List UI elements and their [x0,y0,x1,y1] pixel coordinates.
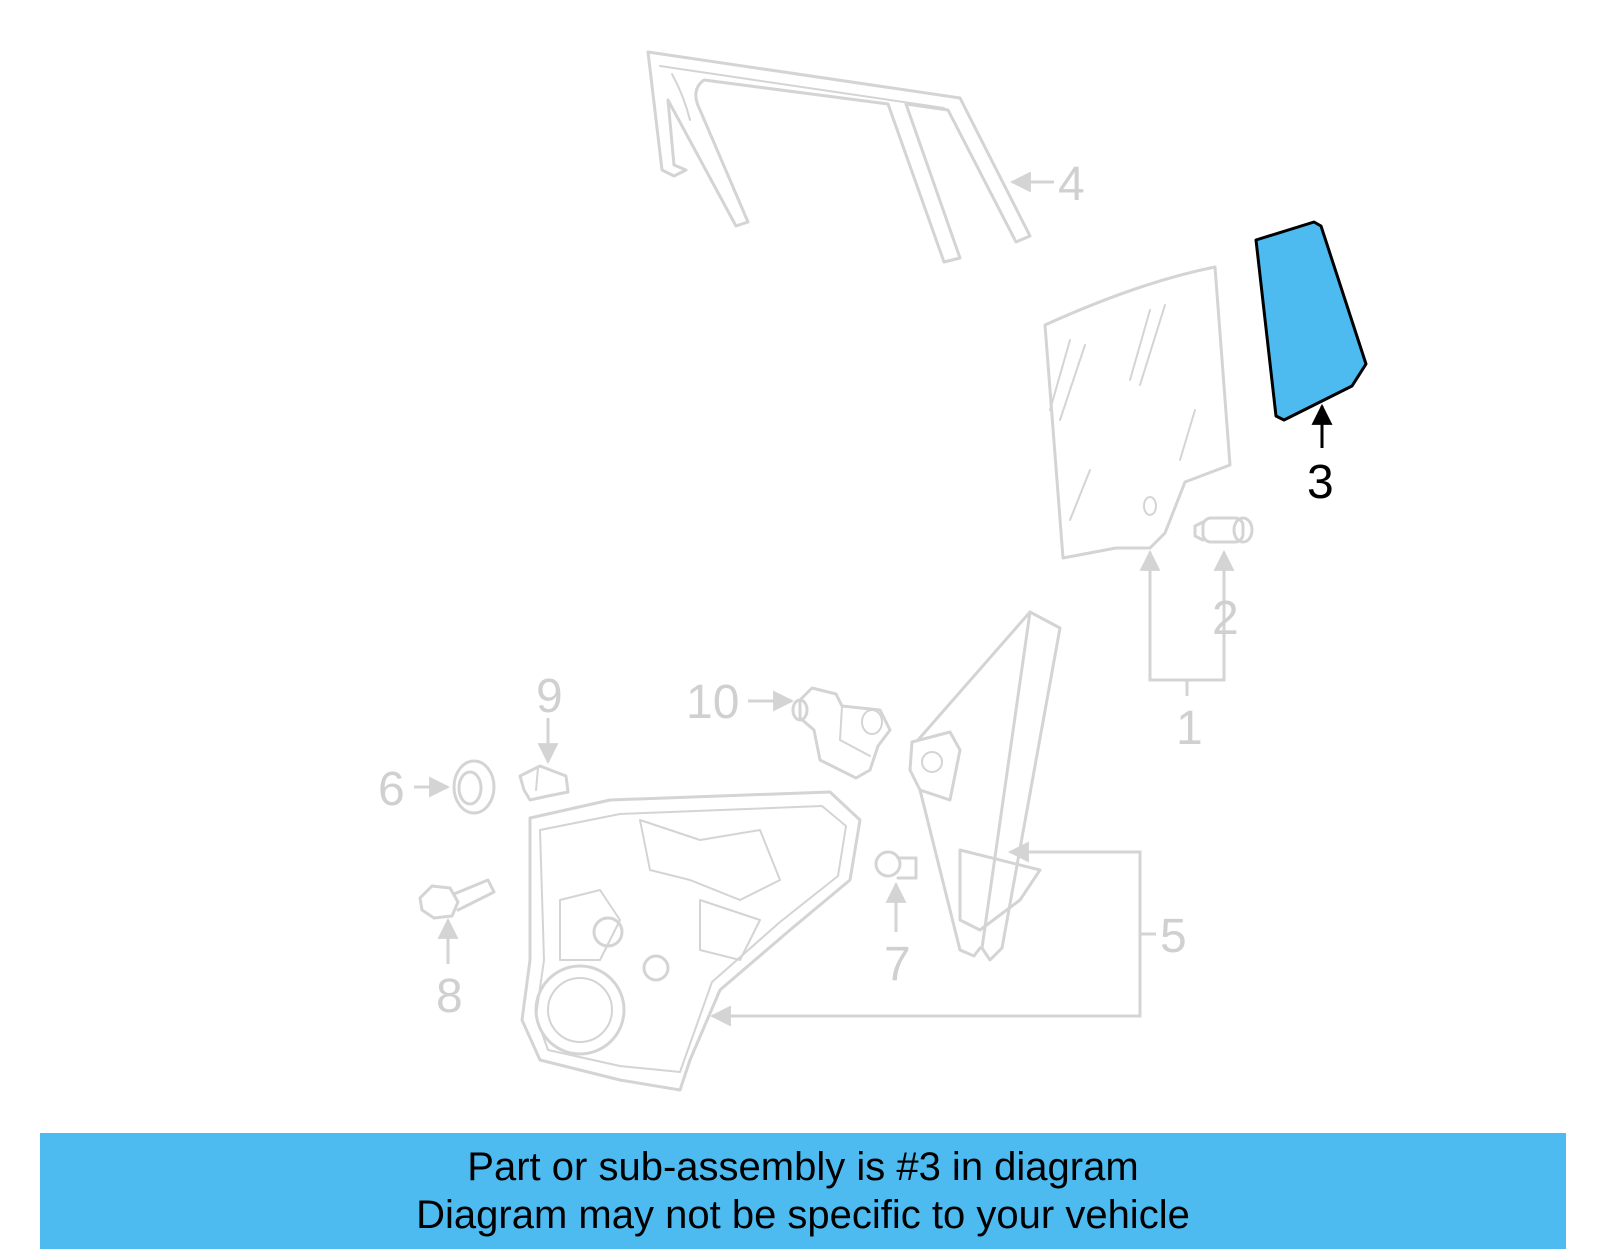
part-5-regulator [908,610,1062,962]
part-8-bolt [418,878,496,920]
part-10-motor [791,686,892,780]
callout-label-4: 4 [1058,158,1085,211]
callout-label-9: 9 [536,670,563,723]
banner-line-1: Part or sub-assembly is #3 in diagram [467,1145,1139,1189]
callout-label-7: 7 [884,938,911,991]
callout-label-1: 1 [1176,702,1203,755]
callout-label-5: 5 [1160,910,1187,963]
parts-diagram: 4 3 2 1 10 9 6 8 7 5 [378,50,1368,1092]
part-4-run-channel [646,50,1032,264]
callout-label-2: 2 [1212,592,1239,645]
part-7-bolt [874,850,918,880]
part-1-door-glass [1043,265,1232,560]
callout-label-8: 8 [436,970,463,1023]
part-9-clip [518,764,570,802]
part-info-banner: Part or sub-assembly is #3 in diagram Di… [40,1133,1566,1249]
part-2-clip [1193,516,1254,544]
callout-label-3[interactable]: 3 [1307,456,1334,509]
part-3-quarter-glass[interactable] [1254,220,1368,422]
callout-label-10: 10 [686,676,739,729]
callout-label-6: 6 [378,763,405,816]
part-6-grommet [452,759,496,815]
banner-line-2: Diagram may not be specific to your vehi… [416,1193,1190,1237]
callout-5-leader [709,841,1156,1027]
callout-1-leader [1139,549,1235,696]
part-5-carrier-panel [520,790,862,1092]
